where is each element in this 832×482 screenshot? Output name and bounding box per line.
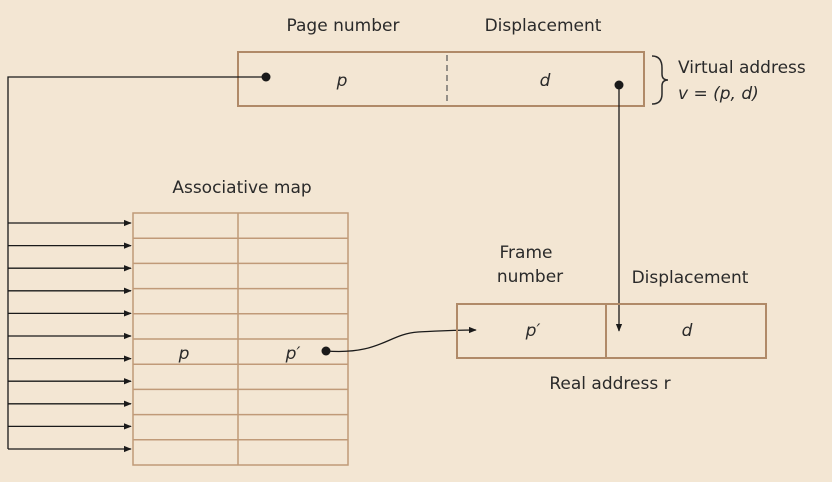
- real-address-box: [456, 303, 767, 359]
- displacement-path: [614, 80, 624, 332]
- virtual-address-label: Virtual address: [678, 58, 806, 78]
- virtual-displacement-d: d: [540, 71, 551, 91]
- frame-number-curve-arrow: [325, 326, 477, 353]
- frame-number-label-line1: Frame: [500, 243, 553, 263]
- displacement-label-bottom: Displacement: [632, 268, 749, 288]
- real-frame-p-prime: p′: [525, 321, 541, 341]
- associative-map: Associative map p p′: [132, 178, 349, 466]
- virtual-address-brace: [651, 55, 669, 105]
- real-address-register: Frame number Displacement p′ d Real addr…: [456, 243, 767, 394]
- associative-map-row-lines: [133, 237, 348, 441]
- real-address-caption: Real address r: [549, 374, 670, 394]
- page-number-bus-line: [7, 76, 266, 449]
- virtual-address-formula: v = (p, d): [678, 84, 759, 104]
- associative-map-title: Associative map: [172, 178, 311, 198]
- fan-arrows: [8, 219, 132, 453]
- real-displacement-d: d: [682, 321, 693, 341]
- frame-number-path: [321, 326, 477, 356]
- virtual-page-p: p: [336, 71, 348, 91]
- virtual-address-box: [237, 51, 645, 107]
- page-number-label: Page number: [287, 16, 400, 36]
- map-match-page-p: p: [178, 344, 190, 364]
- displacement-label-top: Displacement: [485, 16, 602, 36]
- page-number-fanout: [7, 72, 271, 453]
- virtual-address-register: Page number Displacement p d Virtual add…: [237, 16, 806, 107]
- frame-number-label-line2: number: [497, 267, 563, 287]
- map-match-frame-p-prime: p′: [285, 344, 301, 364]
